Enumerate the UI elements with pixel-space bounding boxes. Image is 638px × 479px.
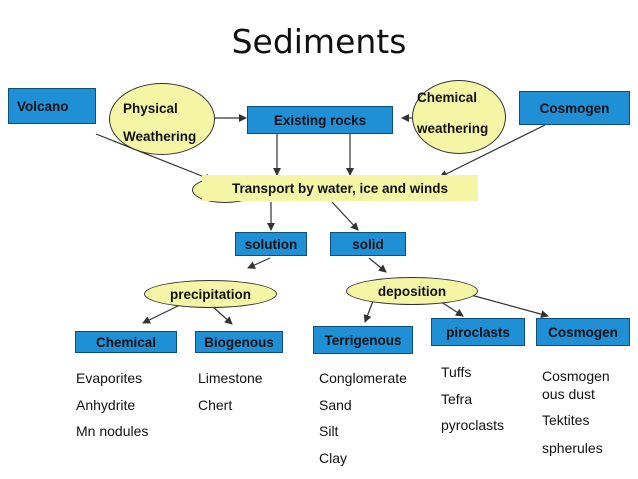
category-cosmogen: Cosmogen bbox=[536, 318, 630, 346]
list-item: pyroclasts bbox=[441, 417, 505, 433]
physical-weathering-line1: Physical bbox=[123, 101, 178, 116]
chemical-weathering-line1: Chemical bbox=[417, 90, 478, 105]
state-solid: solid bbox=[330, 232, 406, 256]
list-item: Limestone bbox=[198, 370, 263, 386]
arrow-transport-to-solid bbox=[331, 201, 359, 231]
list-item: Evaporites bbox=[76, 370, 143, 386]
source-cosmogen: Cosmogen bbox=[519, 91, 630, 125]
physical-weathering-oval: Physical Weathering bbox=[109, 83, 215, 155]
source-existing-rocks: Existing rocks bbox=[247, 106, 393, 134]
terrigenous-items: Conglomerate Sand Silt Clay bbox=[319, 368, 407, 474]
list-item: Anhydrite bbox=[76, 396, 136, 413]
list-item: Cosmogen bbox=[542, 368, 610, 384]
chemical-items: Evaporites Anhydrite Mn nodules bbox=[76, 368, 148, 448]
list-item: Tuffs bbox=[441, 364, 472, 380]
list-item: Chert bbox=[198, 396, 233, 413]
precipitation-oval: precipitation bbox=[144, 280, 277, 308]
state-solution: solution bbox=[235, 232, 307, 256]
piroclasts-items: Tuffs Tefra pyroclasts bbox=[441, 362, 504, 442]
list-item: Conglomerate bbox=[319, 370, 407, 386]
chemical-weathering-line2: weathering bbox=[417, 121, 489, 136]
page-title: Sediments bbox=[231, 22, 407, 61]
list-item: Mn nodules bbox=[76, 423, 149, 439]
physical-weathering-line2: Weathering bbox=[123, 129, 197, 144]
category-biogenous: Biogenous bbox=[195, 331, 283, 353]
cosmogen-items: Cosmogen ous dust Tektites spherules bbox=[542, 367, 610, 459]
list-item: Silt bbox=[319, 423, 339, 439]
arrow-volcano-to-transport bbox=[95, 133, 213, 182]
deposition-oval: deposition bbox=[346, 277, 478, 305]
list-item: spherules bbox=[542, 440, 603, 456]
list-item: Clay bbox=[319, 449, 348, 466]
biogenous-items: Limestone Chert bbox=[198, 368, 263, 421]
arrow-solution-to-precipitation bbox=[247, 257, 271, 269]
list-item: ous dust bbox=[542, 386, 595, 402]
category-chemical: Chemical bbox=[75, 331, 177, 353]
source-volcano: Volcano bbox=[8, 88, 96, 124]
chemical-weathering-oval: Chemical weathering bbox=[412, 80, 506, 154]
category-terrigenous: Terrigenous bbox=[313, 326, 413, 354]
list-item: Sand bbox=[319, 396, 352, 413]
arrow-deposition-to-cosmogen bbox=[459, 291, 549, 319]
arrow-solid-to-deposition bbox=[368, 257, 387, 273]
transport-label: Transport by water, ice and winds bbox=[202, 175, 478, 201]
arrow-deposition-to-terrigenous bbox=[363, 300, 374, 323]
arrow-precipitation-to-biogenous bbox=[211, 305, 233, 325]
list-item: Tefra bbox=[441, 390, 473, 407]
arrow-precipitation-to-chemical bbox=[142, 305, 179, 324]
category-piroclasts: piroclasts bbox=[431, 318, 525, 346]
list-item: Tektites bbox=[542, 412, 590, 428]
arrow-cosmogen-to-transport bbox=[439, 124, 546, 178]
